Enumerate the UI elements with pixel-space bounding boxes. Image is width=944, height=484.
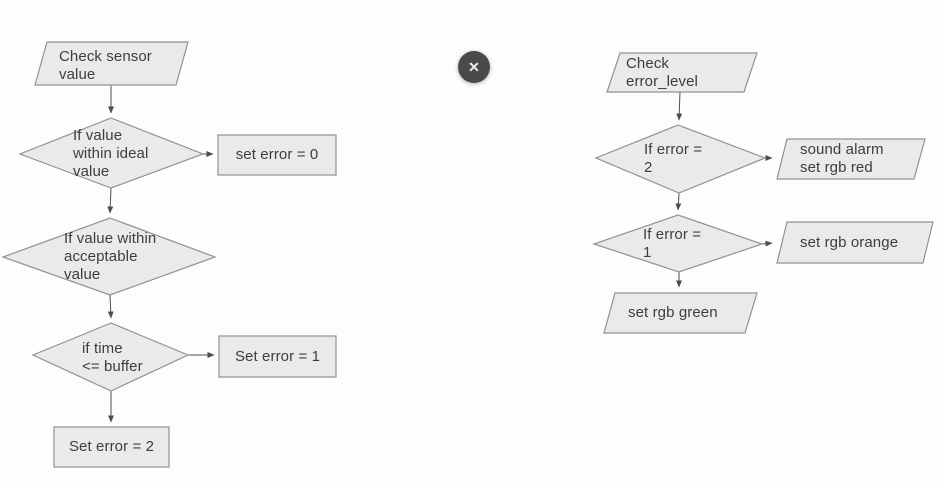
label-set-error-1: Set error = 1 [234, 348, 321, 365]
edge-ideal-to-acceptable [107, 187, 114, 214]
node-set-error-2 [53, 426, 170, 468]
left-flowchart [1, 41, 337, 468]
close-icon: ✕ [468, 59, 480, 75]
edge-error1-to-orange [761, 240, 773, 247]
label-set-rgb-green: set rgb green [628, 304, 718, 321]
node-check-sensor-start [34, 41, 189, 86]
node-check-error-level [606, 52, 758, 93]
node-decision-ideal-value [18, 117, 205, 189]
node-set-error-0 [217, 134, 337, 176]
label-set-error-0: set error = 0 [235, 146, 319, 163]
label-decision-error-2: If error = 2 [644, 141, 703, 176]
node-decision-error-2 [594, 124, 767, 194]
node-decision-time-buffer [31, 322, 190, 392]
label-set-rgb-orange: set rgb orange [800, 234, 899, 251]
label-decision-acceptable: If value within acceptable value [64, 230, 157, 283]
node-set-rgb-orange [776, 221, 934, 264]
edge-error2-to-error1 [675, 192, 682, 211]
close-button[interactable]: ✕ [458, 51, 490, 83]
label-decision-ideal: If value within ideal value [73, 127, 149, 180]
node-decision-error-1 [592, 214, 764, 273]
node-set-error-1 [218, 335, 337, 378]
node-sound-alarm-red [776, 138, 926, 180]
edge-acceptable-to-time [107, 294, 114, 319]
edge-start-to-error2 [676, 91, 683, 121]
label-decision-time: if time <= buffer [82, 340, 143, 375]
label-check-sensor: Check sensor value [59, 48, 152, 83]
label-set-error-2: Set error = 2 [68, 438, 155, 455]
node-decision-acceptable-value [1, 217, 217, 296]
node-set-rgb-green [603, 292, 758, 334]
label-sound-alarm-red: sound alarm set rgb red [800, 141, 884, 176]
label-check-error-level: Check error_level [626, 55, 698, 90]
right-flowchart [592, 52, 934, 334]
label-decision-error-1: If error = 1 [643, 226, 702, 261]
